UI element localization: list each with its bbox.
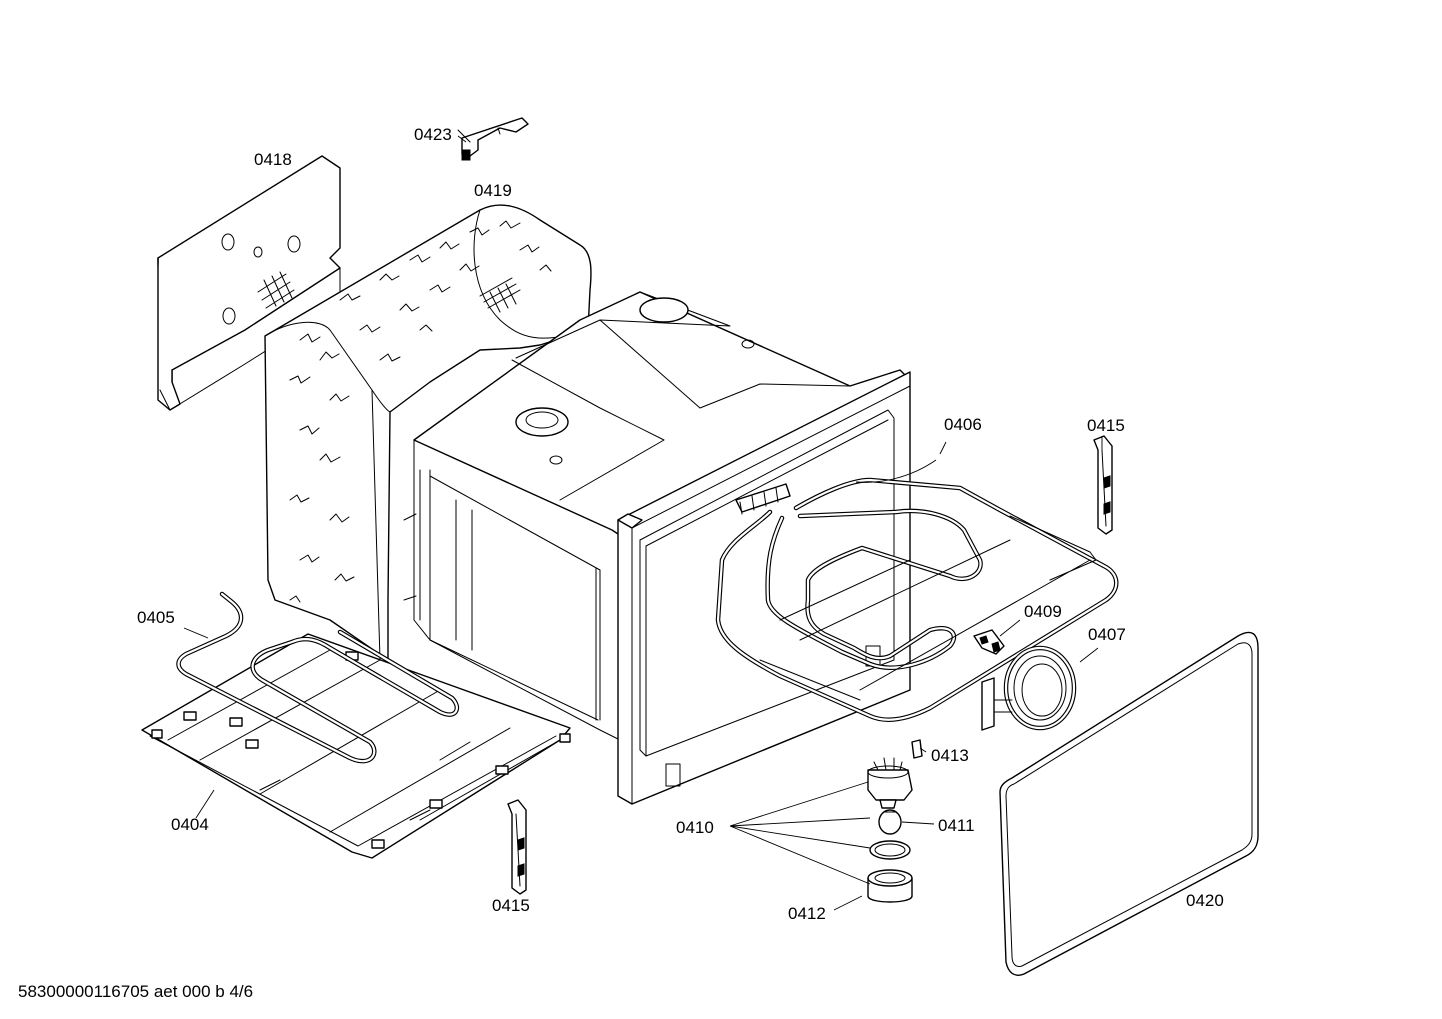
- grill-heater-0406: [715, 477, 1119, 722]
- oven-front-frame: [617, 371, 911, 805]
- label-0406: 0406: [944, 415, 982, 434]
- label-0412: 0412: [788, 904, 826, 923]
- label-0410: 0410: [676, 818, 714, 837]
- leader-lines: [183, 135, 1103, 911]
- label-0407: 0407: [1088, 625, 1126, 644]
- lamp-cover-0412: [867, 869, 913, 903]
- label-0405: 0405: [137, 608, 175, 627]
- side-bracket-0415-right: [1093, 435, 1113, 535]
- label-0411: 0411: [938, 816, 975, 835]
- clip-0409: [973, 629, 1005, 655]
- insulation-wrap-0419: [264, 204, 592, 661]
- clip-0413: [911, 739, 923, 759]
- side-bracket-0415-bottom: [507, 799, 527, 895]
- lamp-holder-0410: [867, 757, 913, 809]
- label-0413: 0413: [931, 746, 969, 765]
- lamp-bulb-0411: [878, 809, 902, 835]
- label-0409: 0409: [1024, 602, 1062, 621]
- label-0418: 0418: [254, 150, 292, 169]
- door-seal-0420: [999, 631, 1259, 976]
- label-0415-bottom: 0415: [492, 896, 530, 915]
- label-0420: 0420: [1186, 891, 1224, 910]
- base-tray-0404: [141, 633, 571, 859]
- seal-ring: [869, 840, 911, 860]
- label-0415-right: 0415: [1087, 416, 1125, 435]
- label-0404: 0404: [171, 815, 209, 834]
- document-id: 58300000116705 aet 000 b 4/6: [18, 982, 254, 1001]
- label-0423: 0423: [414, 125, 452, 144]
- ring-heater-0407: [981, 645, 1077, 731]
- oven-cavity: [403, 291, 911, 741]
- bottom-heater-0405: [176, 591, 460, 764]
- bracket-0423: [457, 117, 529, 161]
- label-0419: 0419: [474, 181, 512, 200]
